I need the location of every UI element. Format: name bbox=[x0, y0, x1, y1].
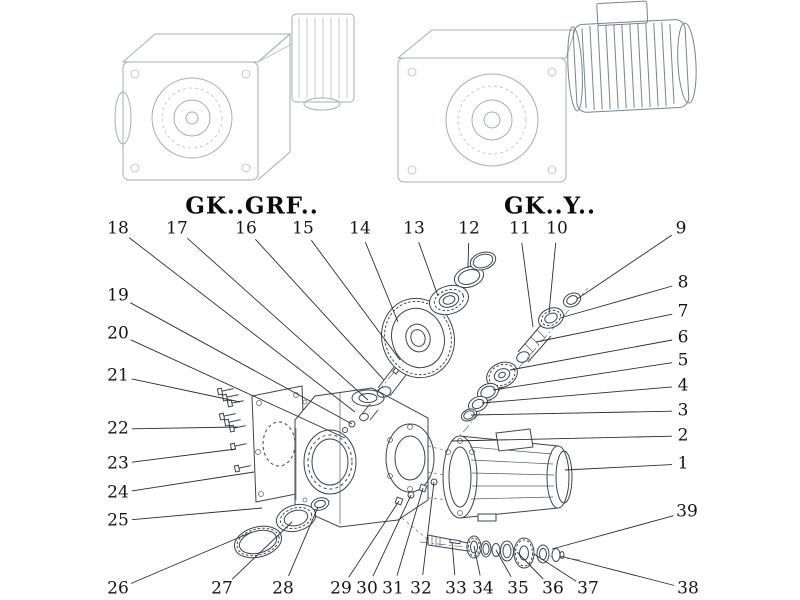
callout-33: 33 bbox=[445, 578, 467, 599]
callout-2: 2 bbox=[677, 425, 689, 446]
retaining-ring-small bbox=[310, 497, 330, 511]
leader-line-31 bbox=[396, 487, 424, 576]
leader-line-14 bbox=[364, 241, 399, 323]
right-gearmotor-drawing bbox=[396, 0, 697, 183]
leader-line-17 bbox=[187, 237, 369, 401]
callout-34: 34 bbox=[472, 578, 494, 599]
callout-21: 21 bbox=[107, 365, 129, 386]
leader-line-33 bbox=[451, 541, 456, 576]
callout-5: 5 bbox=[677, 350, 689, 371]
leader-line-10 bbox=[548, 242, 557, 314]
callout-7: 7 bbox=[677, 301, 689, 322]
callout-3: 3 bbox=[677, 400, 689, 421]
leader-line-3 bbox=[470, 410, 673, 416]
callout-17: 17 bbox=[166, 218, 188, 239]
leader-line-38 bbox=[559, 555, 675, 586]
leader-line-5 bbox=[492, 362, 673, 391]
callout-30: 30 bbox=[356, 578, 378, 599]
leader-line-36 bbox=[516, 551, 544, 580]
callout-18: 18 bbox=[107, 218, 129, 239]
ring-input-2 bbox=[469, 251, 497, 271]
leader-line-11 bbox=[521, 242, 534, 328]
leader-line-19 bbox=[130, 302, 353, 425]
bearing-pinion-2 bbox=[467, 395, 489, 413]
leader-line-37 bbox=[533, 553, 577, 582]
callout-8: 8 bbox=[677, 272, 689, 293]
callout-27: 27 bbox=[211, 578, 233, 599]
leader-line-35 bbox=[495, 549, 512, 578]
callout-12: 12 bbox=[458, 218, 480, 239]
electric-motor bbox=[442, 428, 573, 522]
left-gearbox-drawing bbox=[114, 13, 355, 181]
leader-line-12 bbox=[467, 242, 470, 269]
leader-line-27 bbox=[231, 521, 293, 580]
callout-22: 22 bbox=[107, 418, 129, 439]
callout-16: 16 bbox=[235, 218, 257, 239]
motor-drawing bbox=[567, 0, 697, 113]
ring-pinion-3 bbox=[460, 408, 478, 422]
leader-line-25 bbox=[131, 507, 263, 521]
callout-23: 23 bbox=[107, 453, 129, 474]
leader-line-8 bbox=[559, 285, 673, 319]
leader-line-20 bbox=[130, 339, 346, 439]
helical-gear-large bbox=[381, 297, 455, 379]
callout-25: 25 bbox=[107, 510, 129, 531]
bearing-input bbox=[428, 284, 470, 316]
callout-6: 6 bbox=[677, 327, 689, 348]
callout-1: 1 bbox=[677, 453, 689, 474]
callout-15: 15 bbox=[292, 218, 314, 239]
callout-13: 13 bbox=[403, 218, 425, 239]
callout-39: 39 bbox=[676, 501, 698, 522]
callout-20: 20 bbox=[107, 323, 129, 344]
cover-bolts bbox=[216, 387, 251, 473]
callout-19: 19 bbox=[107, 285, 129, 306]
callout-26: 26 bbox=[107, 578, 129, 599]
pinion-shaft bbox=[516, 324, 552, 363]
callout-4: 4 bbox=[677, 375, 689, 396]
leader-line-21 bbox=[131, 378, 241, 403]
callout-28: 28 bbox=[272, 578, 294, 599]
callout-11: 11 bbox=[509, 218, 531, 239]
callout-10: 10 bbox=[546, 218, 568, 239]
callout-14: 14 bbox=[349, 218, 371, 239]
leader-line-34 bbox=[473, 545, 481, 576]
model-label-grf: GK..GRF.. bbox=[185, 192, 319, 220]
callout-38: 38 bbox=[677, 578, 699, 599]
output-shaft-assembly bbox=[427, 534, 565, 569]
callout-9: 9 bbox=[675, 218, 687, 239]
leader-line-9 bbox=[576, 234, 673, 300]
leader-line-28 bbox=[288, 506, 319, 577]
callout-37: 37 bbox=[577, 578, 599, 599]
leader-line-4 bbox=[481, 386, 673, 404]
leader-line-32 bbox=[422, 481, 435, 576]
callout-31: 31 bbox=[382, 578, 404, 599]
model-label-y: GK..Y.. bbox=[503, 192, 597, 220]
leader-line-26 bbox=[130, 531, 253, 584]
bearing-pinion bbox=[538, 307, 564, 329]
leader-line-2 bbox=[451, 435, 673, 442]
leader-line-1 bbox=[564, 464, 673, 471]
callout-32: 32 bbox=[410, 578, 432, 599]
leader-line-13 bbox=[418, 242, 439, 297]
leader-line-30 bbox=[372, 494, 412, 577]
leader-line-23 bbox=[131, 448, 237, 463]
ring-input-1 bbox=[453, 265, 485, 289]
ring-pinion-top bbox=[562, 292, 582, 308]
callout-29: 29 bbox=[330, 578, 352, 599]
leader-line-18 bbox=[128, 237, 356, 413]
callout-36: 36 bbox=[542, 578, 564, 599]
leader-line-29 bbox=[348, 500, 400, 578]
leader-line-22 bbox=[131, 426, 239, 430]
leader-line-24 bbox=[131, 471, 255, 492]
callout-24: 24 bbox=[107, 482, 129, 503]
leader-line-7 bbox=[535, 313, 673, 343]
leader-line-6 bbox=[509, 339, 673, 371]
leader-line-16 bbox=[255, 238, 385, 381]
leader-line-39 bbox=[551, 515, 674, 550]
callout-35: 35 bbox=[507, 578, 529, 599]
leader-line-15 bbox=[310, 240, 401, 361]
